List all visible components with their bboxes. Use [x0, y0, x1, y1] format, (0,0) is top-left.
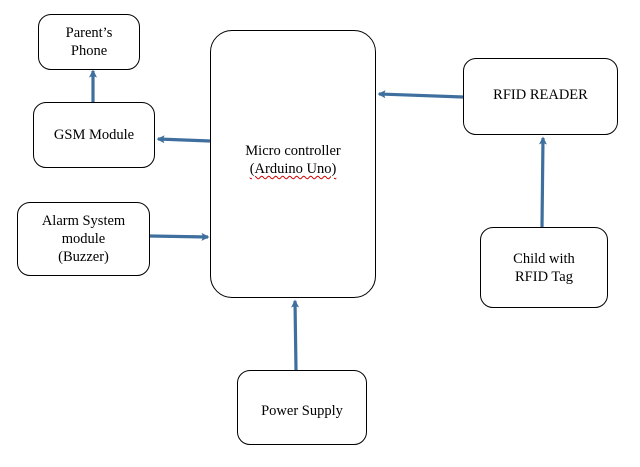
arrow-power-to-mcu: [291, 299, 300, 371]
arrow-mcu-to-gsm: [156, 135, 211, 144]
power-supply-block: Power Supply: [237, 370, 367, 445]
parents-phone-line-2: Phone: [70, 43, 108, 59]
arrow-rfid-reader-to-mcu: [377, 90, 464, 99]
microcontroller-line-2: (Arduino Uno): [249, 161, 337, 177]
gsm-module-label: GSM Module: [54, 126, 134, 144]
microcontroller-line-1: Micro controller: [245, 143, 341, 159]
child-tag-line-1: Child with: [513, 250, 575, 267]
gsm-module-line-1: GSM Module: [53, 127, 135, 143]
microcontroller-block: Micro controller (Arduino Uno): [210, 30, 376, 298]
arrow-child-to-rfid-reader: [538, 136, 547, 228]
arrow-alarm-to-mcu: [149, 232, 210, 241]
child-tag-label: Child with RFID Tag: [513, 250, 575, 286]
alarm-system-block: Alarm System module (Buzzer): [17, 202, 150, 276]
parents-phone-line-1: Parent’s: [65, 25, 113, 41]
microcontroller-label: Micro controller (Arduino Uno): [245, 142, 340, 178]
power-supply-line-1: Power Supply: [261, 402, 343, 419]
power-supply-label: Power Supply: [261, 402, 343, 420]
child-tag-block: Child with RFID Tag: [480, 227, 608, 308]
parents-phone-block: Parent’s Phone: [38, 14, 140, 70]
alarm-system-line-2: module: [61, 231, 106, 247]
rfid-reader-label: RFID READER: [493, 86, 588, 104]
parents-phone-label: Parent’s Phone: [66, 24, 113, 60]
gsm-module-block: GSM Module: [33, 102, 155, 168]
child-tag-line-2: RFID Tag: [515, 268, 573, 285]
alarm-system-line-1: Alarm System: [41, 213, 126, 229]
alarm-system-line-3: (Buzzer): [58, 249, 109, 265]
alarm-system-label: Alarm System module (Buzzer): [42, 212, 125, 266]
rfid-reader-line-1: RFID READER: [493, 86, 588, 103]
rfid-reader-block: RFID READER: [463, 58, 618, 135]
